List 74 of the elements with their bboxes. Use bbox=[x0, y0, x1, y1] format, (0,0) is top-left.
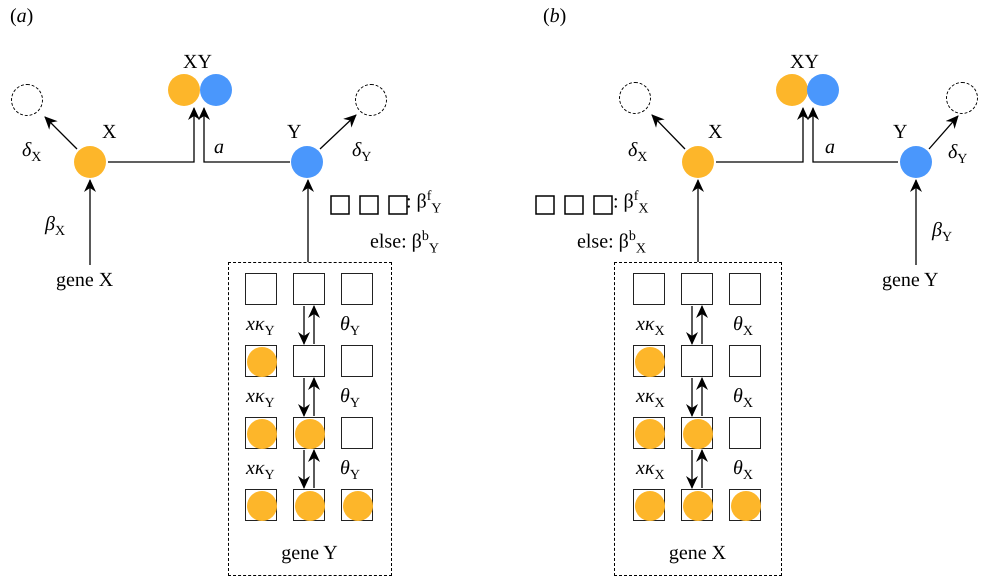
arrow bbox=[320, 114, 357, 150]
arrow bbox=[84, 179, 96, 265]
arrow bbox=[308, 449, 320, 488]
rate-label: θ$_{X}$ bbox=[733, 386, 753, 411]
complex-label: XY bbox=[183, 52, 212, 72]
rate-label: δ$_{Y}$ bbox=[948, 142, 968, 167]
rate-label: xκ$_{X}$ bbox=[636, 314, 665, 339]
binding-site-box bbox=[728, 416, 760, 448]
arrow bbox=[686, 378, 698, 417]
rate-label: xκ$_{X}$ bbox=[636, 386, 665, 411]
arrow bbox=[298, 378, 310, 417]
rate-label: δ$_{X}$ bbox=[22, 140, 42, 165]
rate-label: β$_{Y}$ bbox=[932, 220, 952, 245]
gene-label: gene Y bbox=[882, 270, 938, 290]
arrow bbox=[198, 107, 290, 163]
rate-label: a bbox=[825, 137, 835, 157]
binding-site-box bbox=[680, 272, 712, 304]
arrow bbox=[696, 449, 708, 488]
rate-label: δ$_{X}$ bbox=[628, 140, 648, 165]
rate-label: θ$_{X}$ bbox=[733, 458, 753, 483]
protein-label: Y bbox=[287, 122, 302, 142]
protein-label: Y bbox=[893, 122, 908, 142]
panel-label: (b) bbox=[543, 6, 566, 26]
rate-label: xκ$_{Y}$ bbox=[246, 458, 275, 483]
arrow bbox=[807, 107, 898, 163]
dashed-circle bbox=[946, 82, 978, 114]
arrow bbox=[44, 116, 78, 150]
rate-label: θ$_{Y}$ bbox=[340, 458, 360, 483]
binding-site-box bbox=[244, 272, 276, 304]
gene-label: gene X bbox=[56, 270, 114, 290]
arrow bbox=[716, 107, 809, 163]
binding-site-box bbox=[340, 272, 372, 304]
dashed-circle bbox=[355, 84, 387, 116]
arrow bbox=[108, 107, 200, 163]
dashed-circle bbox=[11, 84, 43, 116]
binding-site-box bbox=[632, 272, 664, 304]
arrow bbox=[696, 377, 708, 416]
rate-label: δ$_{Y}$ bbox=[352, 140, 372, 165]
arrow bbox=[308, 305, 320, 344]
arrow bbox=[298, 306, 310, 345]
rate-label: a bbox=[214, 137, 224, 157]
rate-label: θ$_{Y}$ bbox=[340, 386, 360, 411]
protein-label: X bbox=[102, 122, 116, 142]
rate-label: xκ$_{Y}$ bbox=[246, 386, 275, 411]
arrow bbox=[696, 305, 708, 344]
arrow bbox=[692, 179, 704, 262]
gene-label: gene Y bbox=[280, 543, 339, 563]
binding-site-box bbox=[728, 272, 760, 304]
binding-site-box bbox=[340, 416, 372, 448]
binding-site-box bbox=[292, 344, 324, 376]
complex-label: XY bbox=[790, 52, 819, 72]
binding-site-box bbox=[728, 344, 760, 376]
panel-label: (a) bbox=[10, 6, 34, 26]
arrow bbox=[928, 115, 959, 150]
rate-label: xκ$_{X}$ bbox=[636, 458, 665, 483]
arrow bbox=[298, 450, 310, 489]
binding-site-box bbox=[292, 272, 324, 304]
rate-label: θ$_{X}$ bbox=[733, 314, 753, 339]
protein-label: X bbox=[708, 122, 722, 142]
arrow bbox=[651, 114, 686, 150]
rate-label: xκ$_{Y}$ bbox=[246, 314, 275, 339]
binding-site-box bbox=[680, 344, 712, 376]
binding-site-box bbox=[340, 344, 372, 376]
rate-label: θ$_{Y}$ bbox=[340, 314, 360, 339]
arrow bbox=[302, 179, 314, 262]
dashed-circle bbox=[619, 82, 651, 114]
arrow bbox=[686, 306, 698, 345]
arrow bbox=[910, 179, 922, 265]
gene-label: gene X bbox=[668, 543, 728, 563]
arrow bbox=[686, 450, 698, 489]
rate-label: β$_{X}$ bbox=[45, 214, 66, 239]
gene-region-box bbox=[228, 262, 392, 576]
gene-region-box bbox=[614, 262, 782, 576]
arrow bbox=[308, 377, 320, 416]
